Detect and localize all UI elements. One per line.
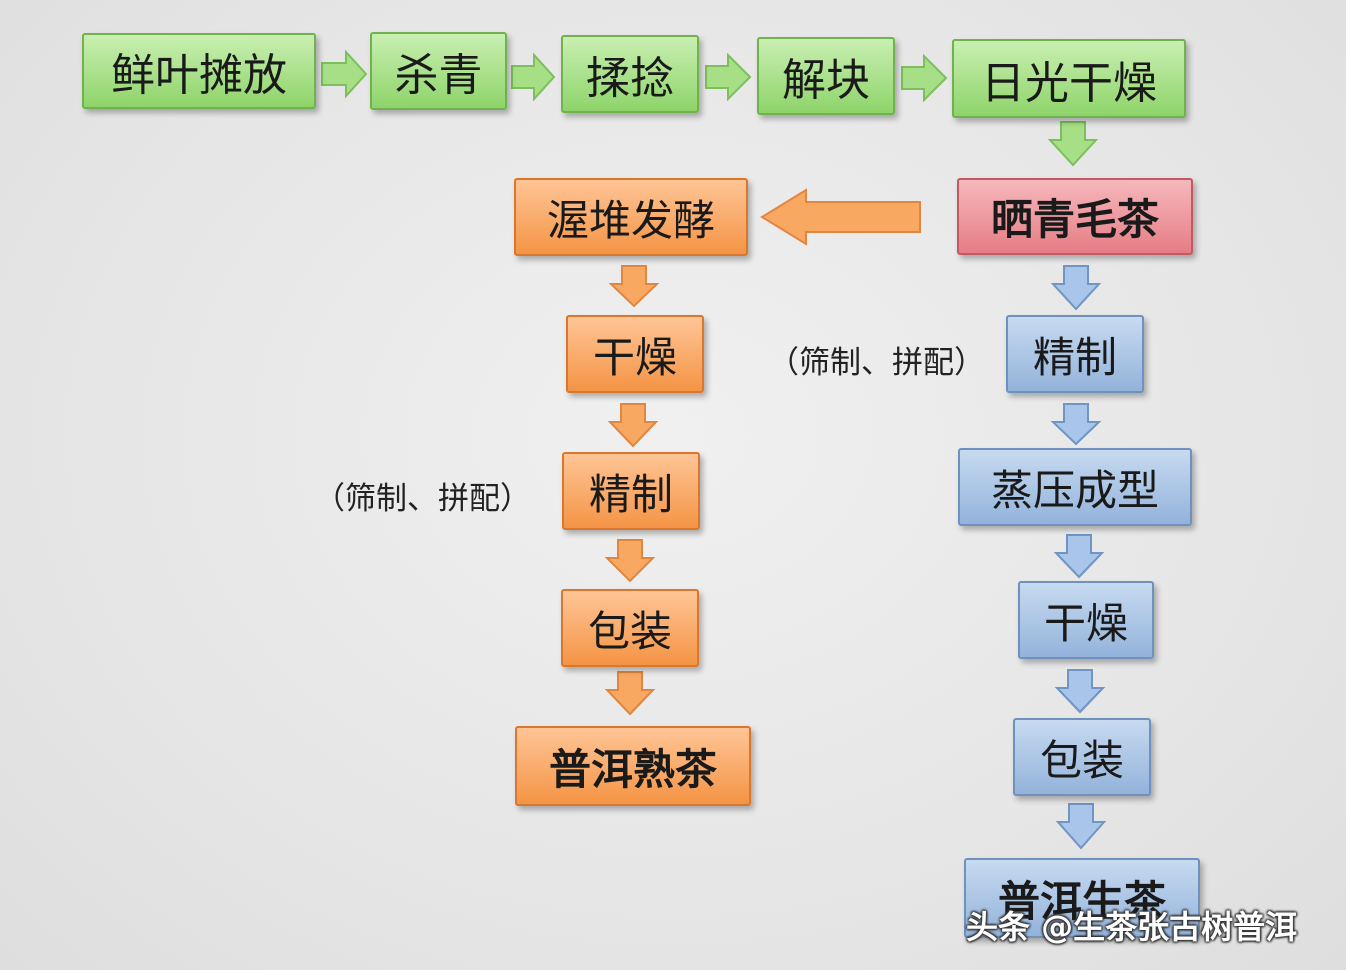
step-pile-fermentation: 渥堆发酵 (514, 178, 748, 256)
arrow-down-blue-2 (1050, 403, 1102, 446)
arrow-right-2 (511, 52, 556, 102)
raw-refining-note: （筛制、拼配） (768, 345, 985, 381)
step-rolling: 揉捻 (561, 35, 699, 113)
step-sun-drying: 日光干燥 (952, 39, 1186, 118)
arrow-down-orange-4 (604, 671, 656, 716)
ripe-refining-note: （筛制、拼配） (314, 481, 531, 517)
arrow-down-blue-4 (1054, 669, 1106, 714)
arrow-down-orange-2 (607, 403, 659, 448)
arrow-down-orange-1 (608, 265, 660, 308)
step-deblocking: 解块 (757, 37, 895, 115)
arrow-right-4 (901, 53, 948, 103)
step-raw-puer: 普洱生茶 (964, 858, 1200, 938)
arrow-right-3 (705, 52, 752, 102)
arrow-down-green (1047, 121, 1099, 167)
step-ripe-packaging: 包装 (561, 589, 699, 667)
step-sun-dried-maocha: 晒青毛茶 (957, 178, 1193, 255)
arrow-down-orange-3 (604, 539, 656, 583)
step-raw-refining: 精制 (1006, 315, 1144, 393)
step-raw-drying: 干燥 (1018, 581, 1154, 659)
step-ripe-refining: 精制 (562, 452, 700, 530)
step-ripe-drying: 干燥 (566, 315, 704, 393)
arrow-down-blue-1 (1050, 265, 1102, 311)
step-raw-packaging: 包装 (1013, 718, 1151, 796)
step-ripe-puer: 普洱熟茶 (515, 726, 751, 806)
watermark: 头条 @生茶张古树普洱 (966, 908, 1298, 946)
arrow-down-blue-3 (1053, 534, 1105, 579)
arrow-down-blue-5 (1055, 803, 1107, 850)
step-steam-pressing: 蒸压成型 (958, 448, 1192, 526)
arrow-left-orange (760, 188, 921, 246)
arrow-right-1 (321, 49, 368, 99)
step-fixing: 杀青 (370, 32, 507, 110)
step-fresh-leaf-spreading: 鲜叶摊放 (82, 33, 316, 109)
